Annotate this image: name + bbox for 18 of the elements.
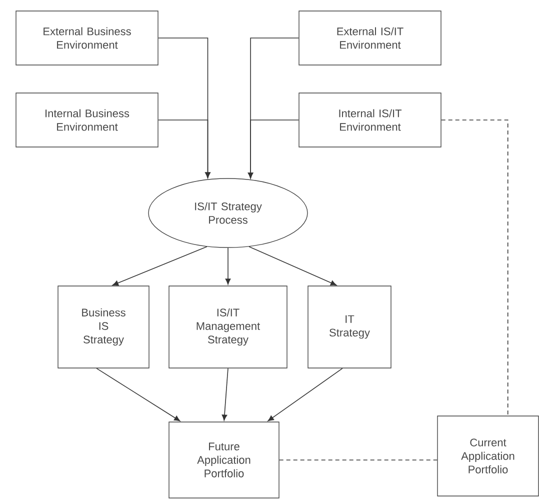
arrow	[248, 246, 337, 286]
text-box: IS/IT Management Strategy	[168, 286, 288, 368]
text-box: Current Application Portfolio	[437, 416, 539, 496]
arrow	[268, 368, 343, 422]
arrow	[222, 368, 228, 421]
connector-line	[440, 120, 508, 416]
text-box: Future Application Portfolio	[168, 422, 280, 498]
text-box: External IS/IT Environment	[298, 10, 442, 66]
arrow	[112, 246, 208, 286]
text-box: Internal IS/IT Environment	[298, 92, 442, 148]
text-box: IT Strategy	[308, 286, 392, 368]
arrow	[158, 120, 210, 178]
arrow	[248, 120, 300, 179]
text-box: Internal Business Environment	[16, 92, 158, 148]
arrow	[96, 368, 180, 422]
text-box: External Business Environment	[16, 10, 158, 66]
arrow	[225, 247, 231, 285]
text-box: Business IS Strategy	[58, 286, 150, 368]
